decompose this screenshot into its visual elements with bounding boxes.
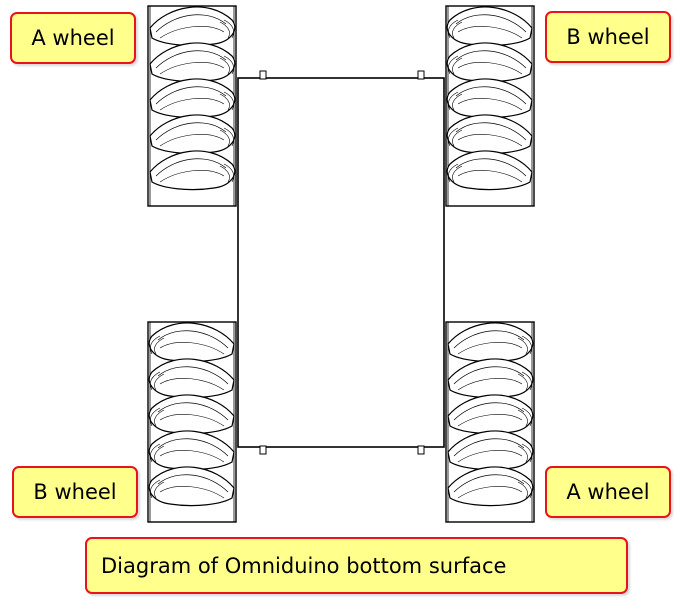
wheel-bottom-left: [147, 321, 237, 523]
label-top-left-wheel: A wheel: [10, 12, 136, 64]
wheel-top-right: [445, 5, 535, 207]
label-top-right-wheel: B wheel: [545, 11, 671, 63]
chassis-body: [237, 77, 445, 448]
chassis: [237, 70, 445, 455]
diagram-caption: Diagram of Omniduino bottom surface: [85, 537, 628, 594]
label-bottom-left-wheel: B wheel: [12, 466, 138, 518]
wheel-top-left: [147, 5, 237, 207]
label-bottom-right-wheel: A wheel: [545, 466, 671, 518]
wheel-bottom-right: [445, 321, 535, 523]
